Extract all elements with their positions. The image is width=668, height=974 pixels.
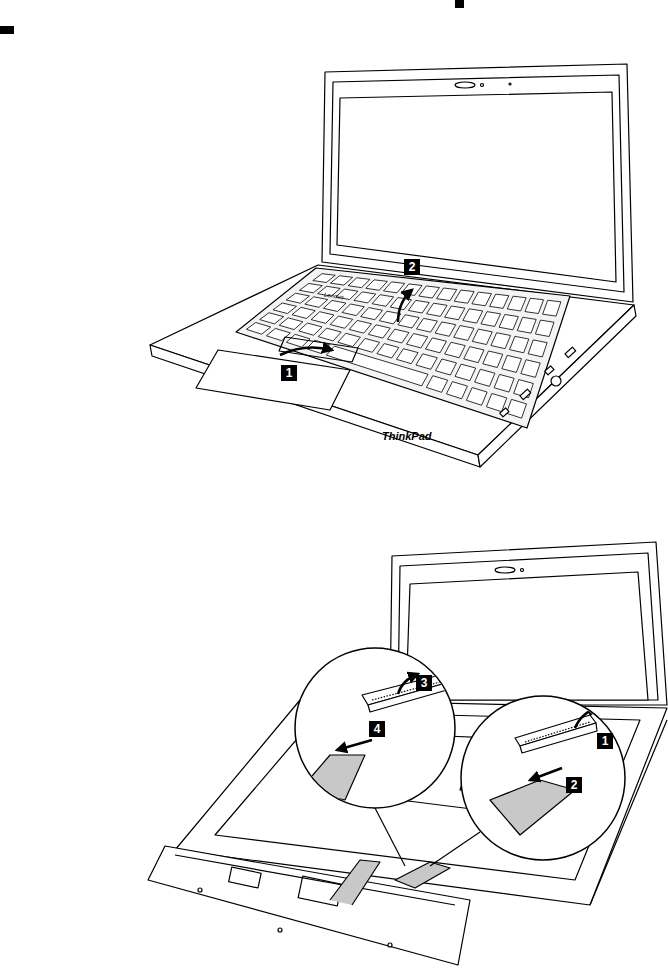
key: [502, 355, 522, 372]
key: [481, 312, 501, 327]
key: [426, 338, 447, 353]
key: [348, 278, 370, 288]
key: [472, 329, 492, 344]
laptop-top: [150, 64, 636, 467]
key: [349, 320, 371, 333]
key: [472, 292, 492, 306]
key: [454, 326, 474, 341]
key: [384, 282, 405, 293]
key: [499, 314, 518, 329]
key: [435, 322, 456, 336]
key: [266, 328, 290, 340]
key: [463, 309, 483, 323]
key: [279, 318, 303, 330]
key: [521, 360, 540, 378]
key: [506, 399, 526, 418]
key: [426, 376, 447, 393]
laptop-bottom: [148, 542, 667, 965]
key: [396, 349, 418, 364]
key: [446, 382, 467, 399]
key: [357, 338, 379, 352]
key: [525, 298, 544, 313]
key: [330, 276, 352, 285]
key: [535, 320, 554, 336]
key: [490, 294, 509, 308]
key: [292, 307, 315, 318]
key: [273, 303, 297, 314]
cut-callouts: [0, 0, 464, 34]
key: [517, 317, 536, 333]
key: [416, 318, 437, 332]
key: [313, 274, 335, 283]
key: [507, 296, 526, 311]
key: [510, 336, 529, 352]
key: [366, 280, 388, 290]
key: [354, 292, 376, 303]
key: [406, 334, 427, 348]
key: [299, 323, 322, 335]
callout-number: 1: [597, 733, 613, 749]
key: [323, 300, 346, 311]
callout-number: 2: [404, 259, 420, 275]
key: [494, 374, 514, 392]
key: [416, 354, 437, 369]
callout-number: 3: [416, 675, 432, 691]
key: [368, 325, 390, 338]
key: [318, 328, 341, 341]
key: [330, 316, 353, 328]
key: [398, 315, 419, 328]
key: [491, 333, 511, 349]
key: [455, 364, 476, 381]
key: [483, 351, 503, 368]
key: [408, 300, 429, 313]
key: [466, 388, 487, 406]
key: [305, 297, 328, 308]
brand-name: ThinkPad: [382, 430, 432, 442]
key: [387, 329, 409, 343]
key: [436, 359, 457, 375]
key: [528, 340, 547, 357]
key: [377, 344, 399, 358]
key: [286, 293, 309, 303]
key: [454, 290, 474, 303]
key: [445, 306, 465, 320]
key: [419, 286, 440, 298]
callout-number: 2: [566, 777, 582, 793]
key: [372, 295, 394, 307]
key: [361, 308, 383, 320]
key: [300, 283, 323, 292]
key: [437, 288, 457, 301]
key: [445, 342, 466, 357]
callout-number: 1: [281, 365, 297, 381]
key: [260, 313, 284, 324]
key: [543, 300, 561, 316]
key: [338, 333, 361, 346]
key: [246, 322, 270, 334]
key: [427, 303, 448, 316]
key: [475, 369, 495, 386]
key: [311, 312, 334, 324]
key: [464, 347, 484, 363]
key: [342, 304, 364, 316]
callout-number: 4: [369, 721, 385, 737]
